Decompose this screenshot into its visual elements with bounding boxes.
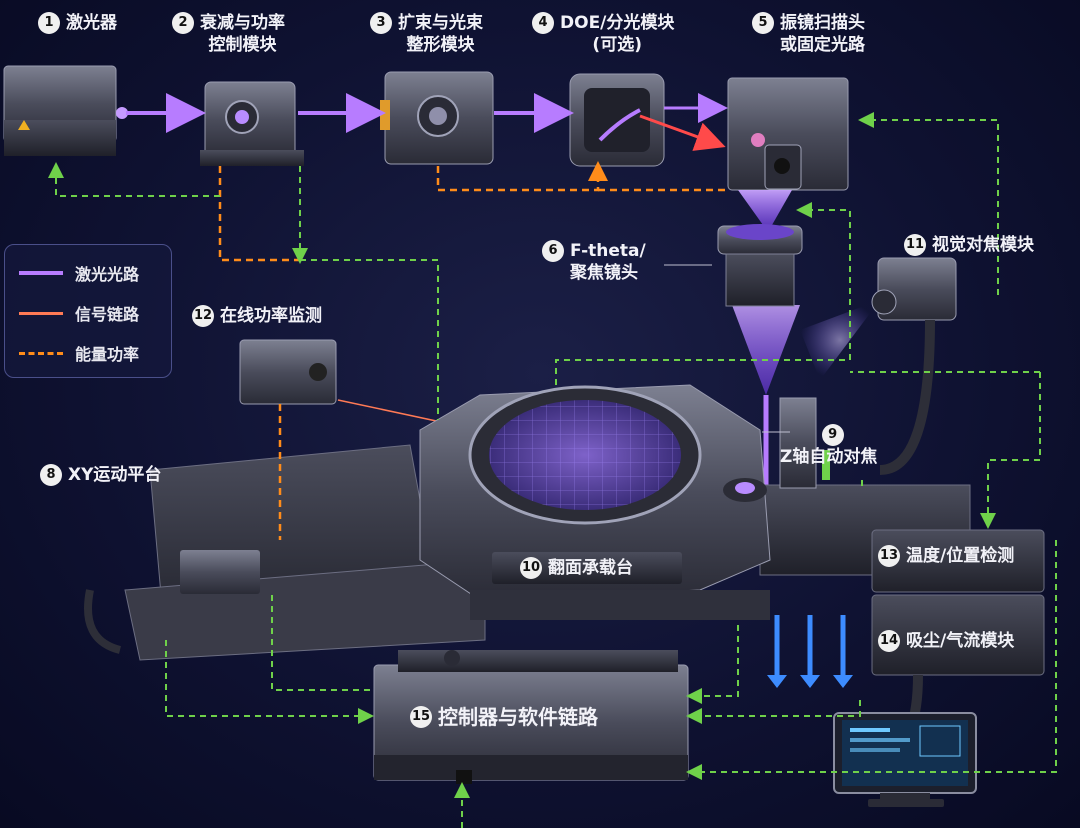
power-paths [218,161,725,540]
number-badge: 13 [878,545,900,567]
label-text: 或固定光路 [780,35,865,55]
number-badge: 2 [172,12,194,34]
label-galvo: 5 振镜扫描头 或固定光路 [752,12,865,56]
laser-source [3,65,128,156]
power-monitor [239,339,456,426]
number-badge: 6 [542,240,564,262]
label-z-autofocus: 9 Z轴自动对焦 [780,424,877,468]
number-badge: 4 [532,12,554,34]
flip-stage [419,384,771,620]
label-ftheta: 6 F-theta/ 聚焦镜头 [542,240,646,284]
label-text: 控制模块 [208,35,277,55]
label-text: Z轴自动对焦 [780,447,878,467]
doe-module [569,73,665,167]
label-text: 温度/位置检测 [906,546,1015,566]
legend-item-signal: 信号链路 [19,301,139,325]
label-text: 振镜扫描头 [780,13,865,33]
number-badge: 12 [192,305,214,327]
label-text: F-theta/ [570,241,646,261]
beam-expander-module [380,71,494,165]
number-badge: 1 [38,12,60,34]
legend-swatch [19,271,63,275]
label-dust-airflow: 14 吸尘/气流模块 [878,630,1014,652]
label-text: 整形模块 [406,35,475,55]
label-text: DOE/分光模块 [560,13,675,33]
label-text: 聚焦镜头 [570,263,638,283]
number-badge: 14 [878,630,900,652]
legend-item-power: 能量功率 [19,341,139,365]
label-text: (可选) [592,35,642,55]
legend-item-laser: 激光光路 [19,261,139,285]
legend-label: 信号链路 [75,305,140,324]
monitor-display [833,712,977,807]
label-text: 吸尘/气流模块 [906,631,1015,651]
laser-path [126,93,800,490]
ftheta-lens [664,224,803,307]
number-badge: 8 [40,464,62,486]
label-text: 在线功率监测 [220,306,322,326]
legend-swatch [19,351,63,355]
label-beam-expander: 3 扩束与光束 整形模块 [370,12,483,56]
label-vision: 11 视觉对焦模块 [904,234,1034,256]
label-text: 衰减与功率 [200,13,285,33]
airflow-arrows [767,615,853,688]
number-badge: 10 [520,557,542,579]
number-badge: 9 [821,424,844,446]
legend: 激光光路 信号链路 能量功率 [4,244,172,378]
label-laser-source: 1 激光器 [38,12,117,34]
galvo-scanner [727,77,849,191]
label-text: 控制器与软件链路 [438,705,598,729]
legend-swatch [19,311,63,315]
number-badge: 11 [904,234,926,256]
control-paths [48,112,1057,828]
number-badge: 3 [370,12,392,34]
label-xy-stage: 8 XY运动平台 [40,464,161,486]
label-flip-stage: 10 翻面承载台 [520,557,633,579]
number-badge: 15 [410,706,432,728]
label-text: 翻面承载台 [548,558,633,578]
controller-cabinet [373,650,689,784]
label-temp-position: 13 温度/位置检测 [878,545,1014,567]
xy-stage [84,444,971,661]
label-controller: 15 控制器与软件链路 [410,706,598,728]
attenuator-module [200,81,304,166]
z-autofocus-sensor [762,397,830,489]
label-text: 激光器 [66,13,117,33]
number-badge: 5 [752,12,774,34]
label-attenuator: 2 衰减与功率 控制模块 [172,12,285,56]
label-text: 视觉对焦模块 [932,235,1034,255]
label-doe: 4 DOE/分光模块 (可选) [532,12,674,56]
legend-label: 能量功率 [75,345,140,364]
label-power-monitor: 12 在线功率监测 [192,305,322,327]
label-text: XY运动平台 [68,465,162,485]
legend-label: 激光光路 [75,265,140,284]
label-text: 扩束与光束 [398,13,483,33]
